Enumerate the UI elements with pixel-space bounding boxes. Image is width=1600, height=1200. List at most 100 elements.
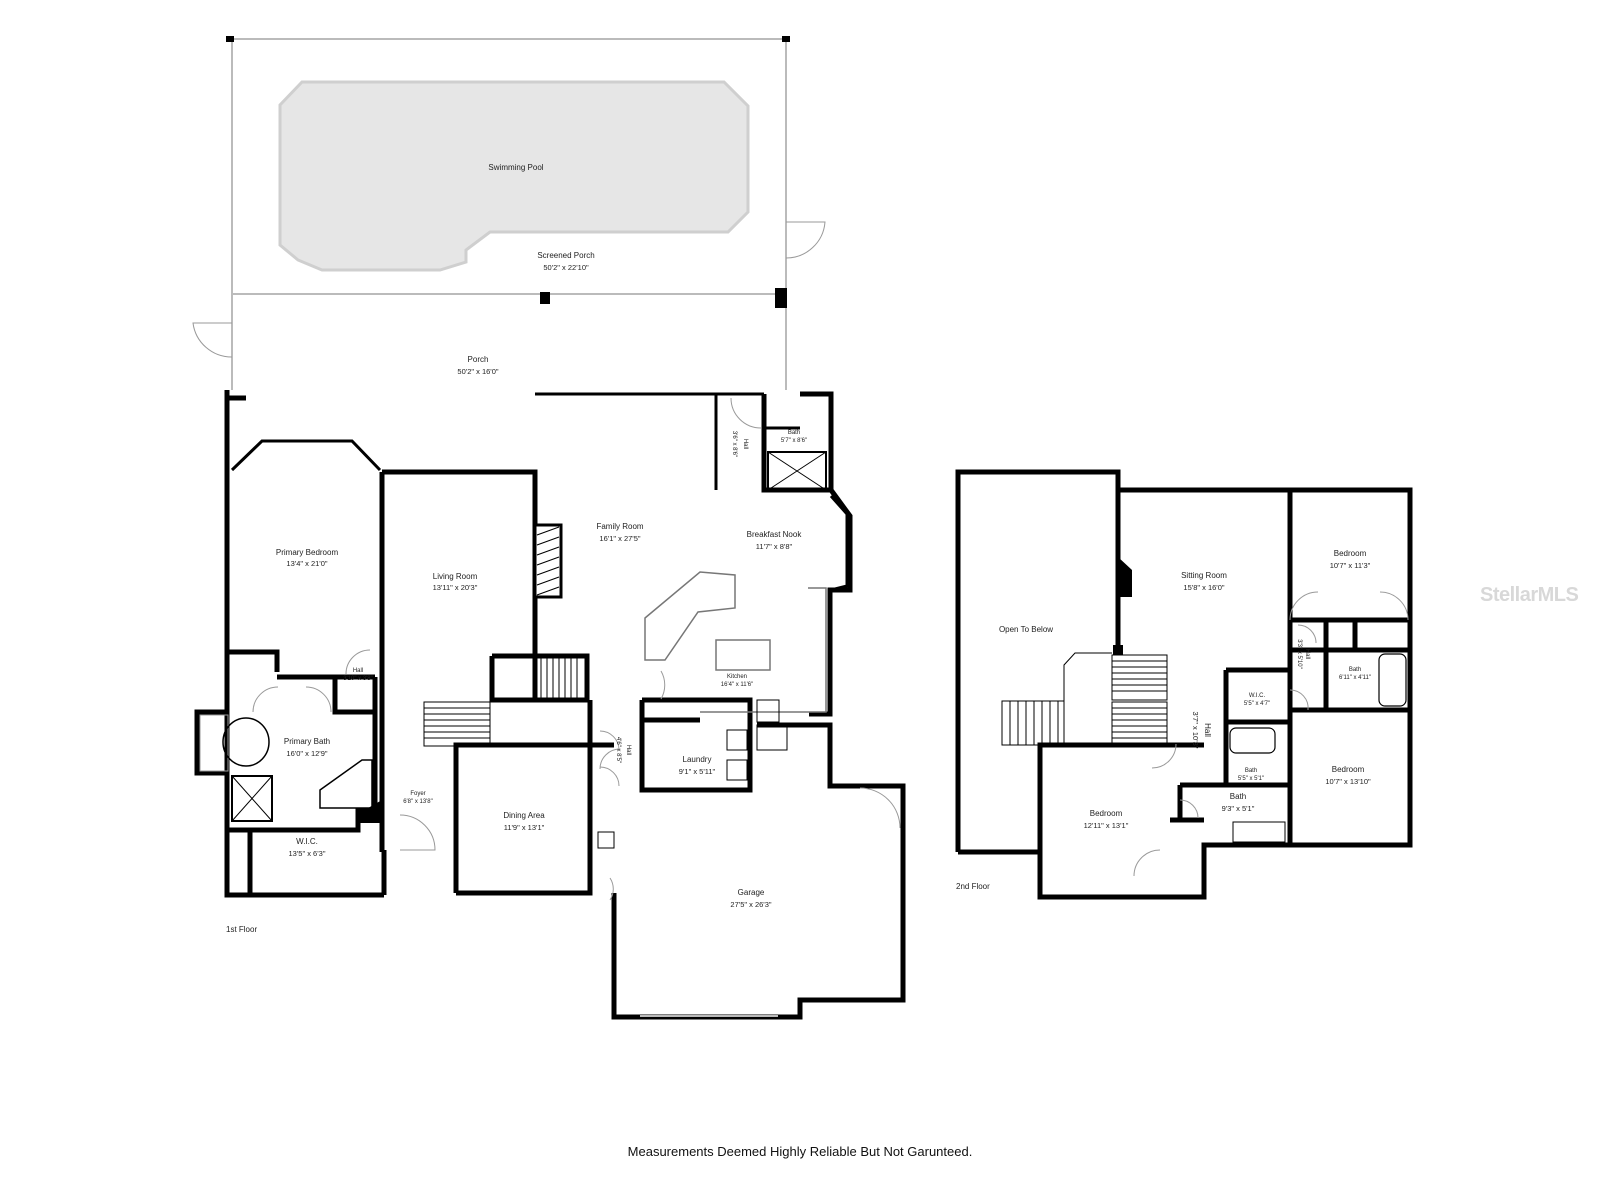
- room-label-screened-porch: Screened Porch: [537, 251, 594, 260]
- room-label-swimming-pool: Swimming Pool: [488, 163, 543, 172]
- kitchen-counter: [700, 587, 827, 713]
- room-dim-bath: 9'3" x 5'1": [1222, 804, 1255, 813]
- room-label-primary-bedroom: Primary Bedroom: [276, 548, 339, 557]
- room-label-porch: Porch: [468, 355, 489, 364]
- room-dim-bath: 6'11" x 4'11": [1339, 675, 1371, 681]
- room-dim-hall: 4'6" x 8'5": [615, 737, 621, 763]
- screen-post: [540, 292, 550, 304]
- kitchen-stove: [756, 699, 780, 723]
- measurement-disclaimer: Measurements Deemed Highly Reliable But …: [627, 1144, 973, 1159]
- sitting-room-fireplace: [1118, 557, 1132, 597]
- primary-shower: [231, 775, 273, 822]
- primary-bath-vanity: [319, 759, 373, 809]
- upstairs-tub: [1378, 653, 1407, 707]
- room-label-hall: Hall: [1203, 723, 1212, 737]
- shower: [767, 451, 827, 491]
- swimming-pool-shape: [278, 80, 750, 272]
- room-dim-hall: 3'10" x 3'8": [343, 676, 373, 682]
- room-label-breakfast-nook: Breakfast Nook: [747, 530, 803, 539]
- room-label-kitchen: Kitchen: [727, 674, 747, 680]
- shower-diagonal: [231, 775, 273, 822]
- room-dim-bedroom: 10'7" x 11'3": [1330, 561, 1371, 570]
- screen-enclosure: [226, 38, 787, 390]
- room-label-wic: W.I.C.: [296, 837, 318, 846]
- second-floor-plan: [955, 469, 1413, 900]
- room-label-bedroom: Bedroom: [1334, 549, 1367, 558]
- primary-bath-tub: [222, 717, 270, 767]
- room-dim-primary-bedroom: 13'4" x 21'0": [286, 559, 327, 568]
- room-label-laundry: Laundry: [683, 755, 712, 764]
- room-dim-living-room: 13'11" x 20'3": [433, 583, 478, 592]
- room-dim-screened-porch: 50'2" x 22'10": [543, 263, 589, 272]
- room-label-sitting-room: Sitting Room: [1181, 571, 1227, 580]
- primary-bath-corner: [356, 800, 382, 823]
- room-dim-wic: 13'5" x 6'3": [289, 849, 326, 858]
- room-dim-foyer: 6'8" x 13'8": [403, 799, 433, 805]
- washer: [726, 729, 748, 751]
- screen-door: [785, 221, 826, 259]
- room-dim-kitchen: 16'4" x 11'6": [721, 682, 753, 688]
- room-dim-bath: 5'5" x 5'1": [1238, 776, 1264, 782]
- kitchen-island: [715, 639, 771, 671]
- garage-step: [756, 724, 788, 751]
- kitchen-peninsula: [644, 571, 736, 661]
- room-dim-dining-area: 11'9" x 13'1": [504, 823, 545, 832]
- room-dim-primary-bath: 16'0" x 12'9": [286, 749, 327, 758]
- room-label-garage: Garage: [738, 888, 765, 897]
- room-label-foyer: Foyer: [410, 791, 425, 797]
- screen-corner: [226, 36, 234, 42]
- dryer: [726, 759, 748, 781]
- room-dim-hall: 3'7" x 10'3": [1191, 712, 1200, 749]
- room-dim-wic: 5'5" x 4'7": [1244, 701, 1270, 707]
- room-label-primary-bath: Primary Bath: [284, 737, 330, 746]
- room-label-bath: Bath: [1245, 768, 1257, 774]
- primary-bedroom-bay: [230, 439, 382, 472]
- room-label-bedroom: Bedroom: [1090, 809, 1123, 818]
- shower-diagonal: [767, 451, 827, 491]
- floor-label-second: 2nd Floor: [956, 882, 990, 891]
- room-dim-bedroom: 12'11" x 13'1": [1084, 821, 1129, 830]
- room-label-bedroom: Bedroom: [1332, 765, 1365, 774]
- second-floor-walls: [955, 469, 1413, 900]
- room-dim-breakfast-nook: 11'7" x 8'8": [756, 542, 793, 551]
- upstairs-tub: [1229, 727, 1276, 754]
- room-label-dining-area: Dining Area: [503, 811, 545, 820]
- room-dim-bedroom: 10'7" x 13'10": [1325, 777, 1371, 786]
- room-label-bath: Bath: [1349, 667, 1361, 673]
- water-heater: [597, 831, 615, 849]
- room-label-bath: Bath: [1230, 792, 1246, 801]
- room-label-hall: Hall: [625, 745, 631, 755]
- screen-corner: [782, 36, 790, 42]
- first-floor-walls: [194, 390, 906, 1020]
- room-dim-bath: 5'7" x 8'6": [781, 438, 807, 444]
- room-label-bath: Bath: [788, 430, 800, 436]
- room-dim-hall: 3'3" x 5'10": [1296, 639, 1302, 669]
- room-label-family-room: Family Room: [596, 522, 643, 531]
- primary-bath-tub-deck: [199, 714, 229, 772]
- room-dim-sitting-room: 15'8" x 16'0": [1183, 583, 1224, 592]
- breakfast-nook-bay: [829, 495, 849, 592]
- room-label-living-room: Living Room: [433, 572, 478, 581]
- first-floor-plan: [192, 36, 906, 1020]
- room-dim-garage: 27'5" x 26'3": [730, 900, 771, 909]
- porch-door: [192, 322, 233, 358]
- room-dim-hall: 3'6" x 8'6": [731, 431, 737, 457]
- upstairs-vanity: [1232, 821, 1286, 843]
- first-floor-doors: [252, 397, 901, 901]
- floor-label-first: 1st Floor: [226, 925, 257, 934]
- screen-post: [775, 288, 787, 308]
- second-floor-stairs: [1001, 652, 1168, 746]
- room-dim-family-room: 16'1" x 27'5": [599, 534, 640, 543]
- room-label-hall: Hall: [353, 668, 363, 674]
- fireplace-hatch: [536, 526, 560, 596]
- room-label-hall: Hall: [1304, 649, 1310, 659]
- room-label-hall: Hall: [742, 439, 748, 449]
- room-label-wic: W.I.C.: [1249, 693, 1266, 699]
- watermark-logo: StellarMLS: [1480, 584, 1579, 606]
- room-label-open-to-below: Open To Below: [999, 625, 1053, 634]
- first-floor-stairs: [423, 655, 587, 747]
- second-floor-doors: [1133, 591, 1409, 877]
- column: [1113, 645, 1123, 655]
- room-dim-porch: 50'2" x 16'0": [457, 367, 498, 376]
